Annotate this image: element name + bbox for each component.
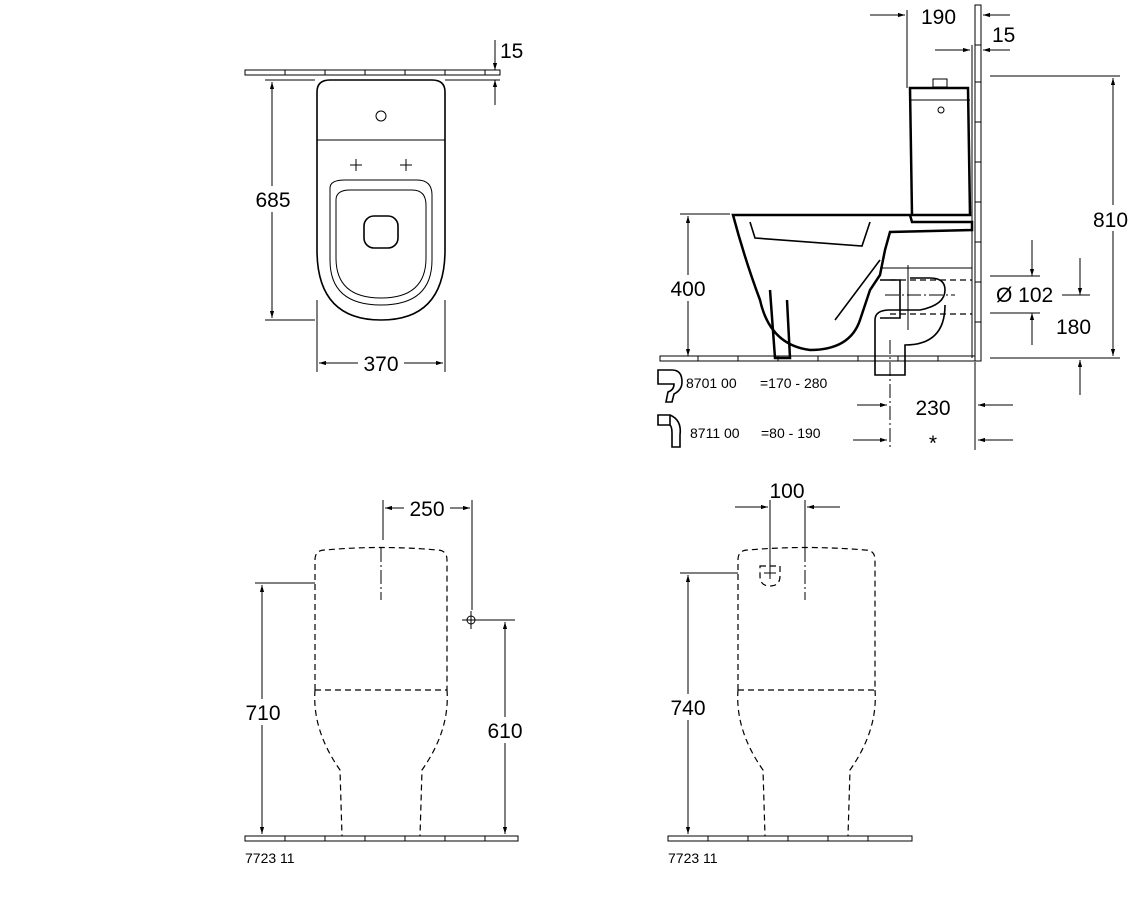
side-wall-gap-label: 15 <box>992 24 1015 47</box>
bent-connector-icon <box>657 369 683 403</box>
top-wall-gap-label: 15 <box>500 40 523 63</box>
wall-hatch <box>971 4 982 362</box>
left-inlet-offset-label: 250 <box>409 498 444 521</box>
dimension-tank-depth: 190 <box>870 6 956 88</box>
side-outlet-diameter-label: Ø 102 <box>996 284 1053 307</box>
front-view-left: 250 710 610 7723 11 <box>240 496 528 866</box>
connector-item: 8701 00 =170 - 280 <box>657 369 828 403</box>
side-outlet-note: * <box>929 432 937 455</box>
dimension-outlet-distance: 230 * <box>853 362 1013 455</box>
side-outlet-distance-label: 230 <box>915 397 950 420</box>
toilet-front-outline <box>737 546 876 837</box>
connector-legend: 8701 00 =170 - 280 8711 00 =80 - 190 <box>657 369 828 448</box>
dimension-inlet-width: 100 <box>735 480 840 570</box>
side-tank-depth-label: 190 <box>921 6 956 29</box>
toilet-side-outline <box>731 78 974 450</box>
straight-connector-icon <box>657 414 682 448</box>
side-view: 190 15 810 400 Ø 102 180 <box>657 4 1133 455</box>
floor-hatch <box>244 835 519 842</box>
inlet-symbol <box>462 611 480 629</box>
svg-text:8711 00: 8711 00 <box>690 425 740 441</box>
dimension-total-height: 710 <box>240 582 315 834</box>
front-view-right: 100 740 7723 11 <box>665 480 913 866</box>
side-seat-height-label: 400 <box>670 278 705 301</box>
svg-text:8701 00: 8701 00 <box>686 375 737 391</box>
floor-hatch <box>659 355 976 362</box>
top-view: 685 370 15 <box>244 40 523 376</box>
toilet-front-outline <box>314 546 448 837</box>
dimension-wall-gap: 15 <box>935 12 1015 53</box>
dimension-seat-height: 400 <box>665 213 730 356</box>
floor-hatch <box>667 835 913 842</box>
dimension-total-height: 810 <box>990 75 1133 359</box>
right-total-height-label: 740 <box>670 697 705 720</box>
side-total-height-label: 810 <box>1093 209 1128 232</box>
left-total-height-label: 710 <box>245 702 280 725</box>
dimension-depth: 685 <box>248 79 315 321</box>
wall-hatch <box>244 69 501 76</box>
top-depth-label: 685 <box>255 189 290 212</box>
svg-text:=80 - 190: =80 - 190 <box>761 425 821 441</box>
dimension-outlet: Ø 102 180 <box>990 240 1091 395</box>
dimension-inlet-height: 610 <box>480 619 528 834</box>
side-outlet-height-label: 180 <box>1056 316 1091 339</box>
right-inlet-width-label: 100 <box>769 480 804 503</box>
toilet-top-outline <box>316 79 446 321</box>
top-width-label: 370 <box>363 353 398 376</box>
left-inlet-height-label: 610 <box>487 720 522 743</box>
dimension-width: 370 <box>316 300 446 376</box>
right-article-number: 7723 11 <box>668 850 718 866</box>
dimension-inlet-offset: 250 <box>382 496 473 610</box>
connector-item: 8711 00 =80 - 190 <box>657 414 821 448</box>
svg-text:=170 - 280: =170 - 280 <box>760 375 828 391</box>
left-article-number: 7723 11 <box>245 850 295 866</box>
dimension-wall-gap: 15 <box>445 40 523 105</box>
dimension-total-height: 740 <box>665 572 738 834</box>
